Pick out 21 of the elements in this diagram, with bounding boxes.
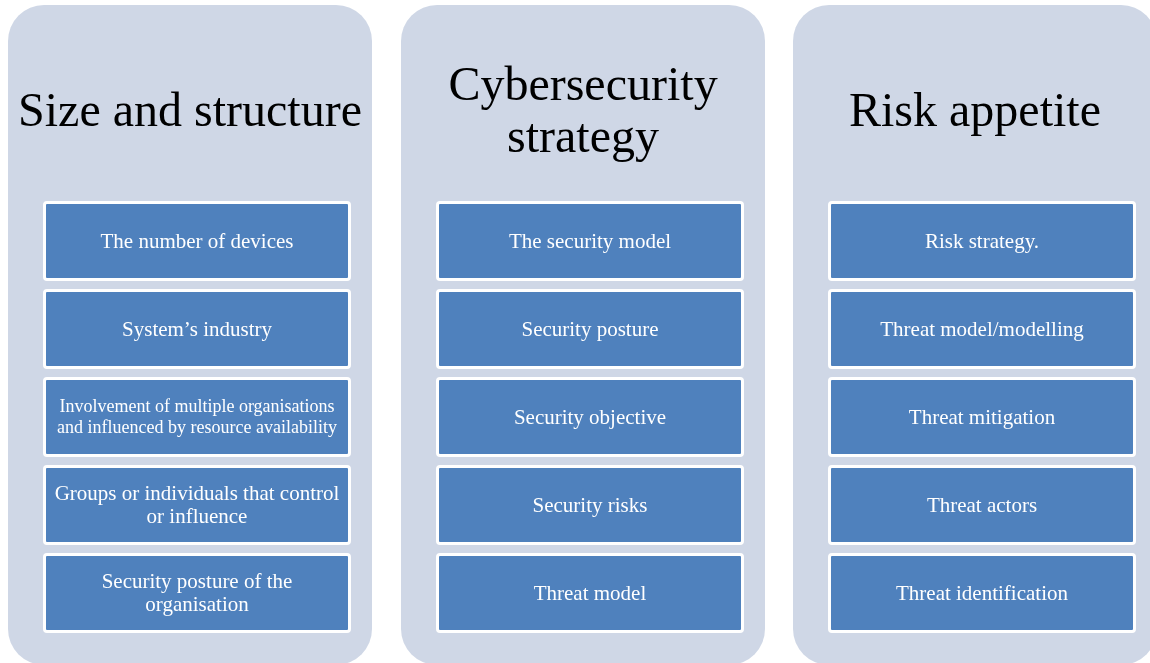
category-panel <box>401 5 765 663</box>
panel-heading: Risk appetite <box>849 84 1101 136</box>
item-box: Threat model <box>436 553 744 633</box>
item-box: Security posture of the organisation <box>43 553 351 633</box>
category-panel <box>8 5 372 663</box>
item-box: Risk strategy. <box>828 201 1136 281</box>
item-box: Groups or individuals that control or influence <box>43 465 351 545</box>
item-box: Security posture <box>436 289 744 369</box>
item-box: The number of devices <box>43 201 351 281</box>
panel-heading: Cybersecurity strategy <box>447 58 719 162</box>
panel-heading: Size and structure <box>18 84 362 136</box>
item-box: Security objective <box>436 377 744 457</box>
category-panel <box>793 5 1150 663</box>
item-box: Threat identification <box>828 553 1136 633</box>
item-box: System’s industry <box>43 289 351 369</box>
item-box: Involvement of multiple organisations and influenced by resource availability <box>43 377 351 457</box>
item-box: The security model <box>436 201 744 281</box>
item-box: Security risks <box>436 465 744 545</box>
item-box: Threat model/modelling <box>828 289 1136 369</box>
item-box: Threat mitigation <box>828 377 1136 457</box>
item-box: Threat actors <box>828 465 1136 545</box>
